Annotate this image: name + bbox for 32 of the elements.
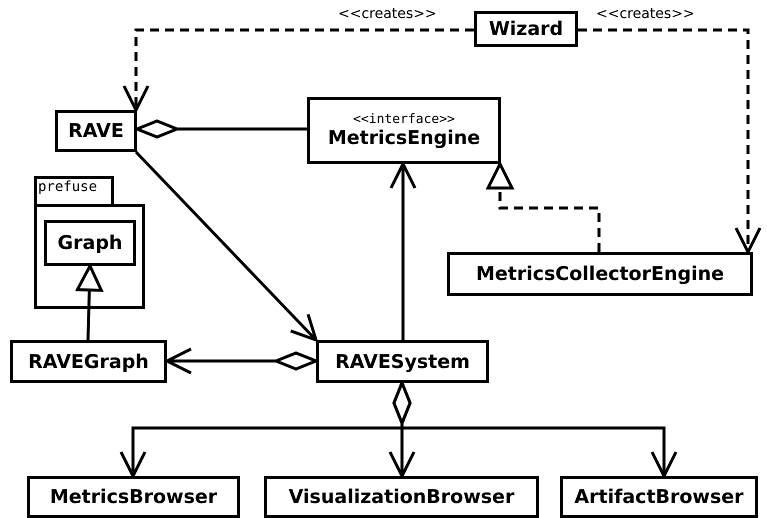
class-name: Graph [58,232,122,254]
association-line [76,264,103,340]
dashed-arrow [578,28,762,254]
association-line [392,382,678,478]
dashed-arrow [122,28,474,112]
class-name: Wizard [488,18,564,40]
class-box [307,97,501,164]
association-line [136,120,307,138]
dashed-arrow [486,162,600,252]
association-line [390,162,416,340]
class-name: RAVE [68,120,124,142]
class-box [447,252,753,296]
class-box [264,476,539,518]
class-name: RAVESystem [335,350,470,372]
package-name: prefuse [38,179,98,195]
association-line [166,348,318,374]
class-box [44,220,136,266]
class-box [560,476,758,518]
association-line [134,150,318,342]
class-name: ArtifactBrowser [574,486,744,508]
class-box [27,476,240,518]
class-box [10,340,167,383]
class-name: MetricsCollectorEngine [476,263,724,285]
class-box [474,11,578,47]
class-box [55,110,137,152]
class-name: MetricsBrowser [50,486,218,508]
class-name: VisualizationBrowser [288,486,514,508]
class-name: RAVEGraph [28,350,149,372]
stereotype-label: <<interface>> [353,112,455,127]
class-box [316,340,489,383]
class-name: MetricsEngine [328,127,480,149]
package-frame [34,176,145,309]
